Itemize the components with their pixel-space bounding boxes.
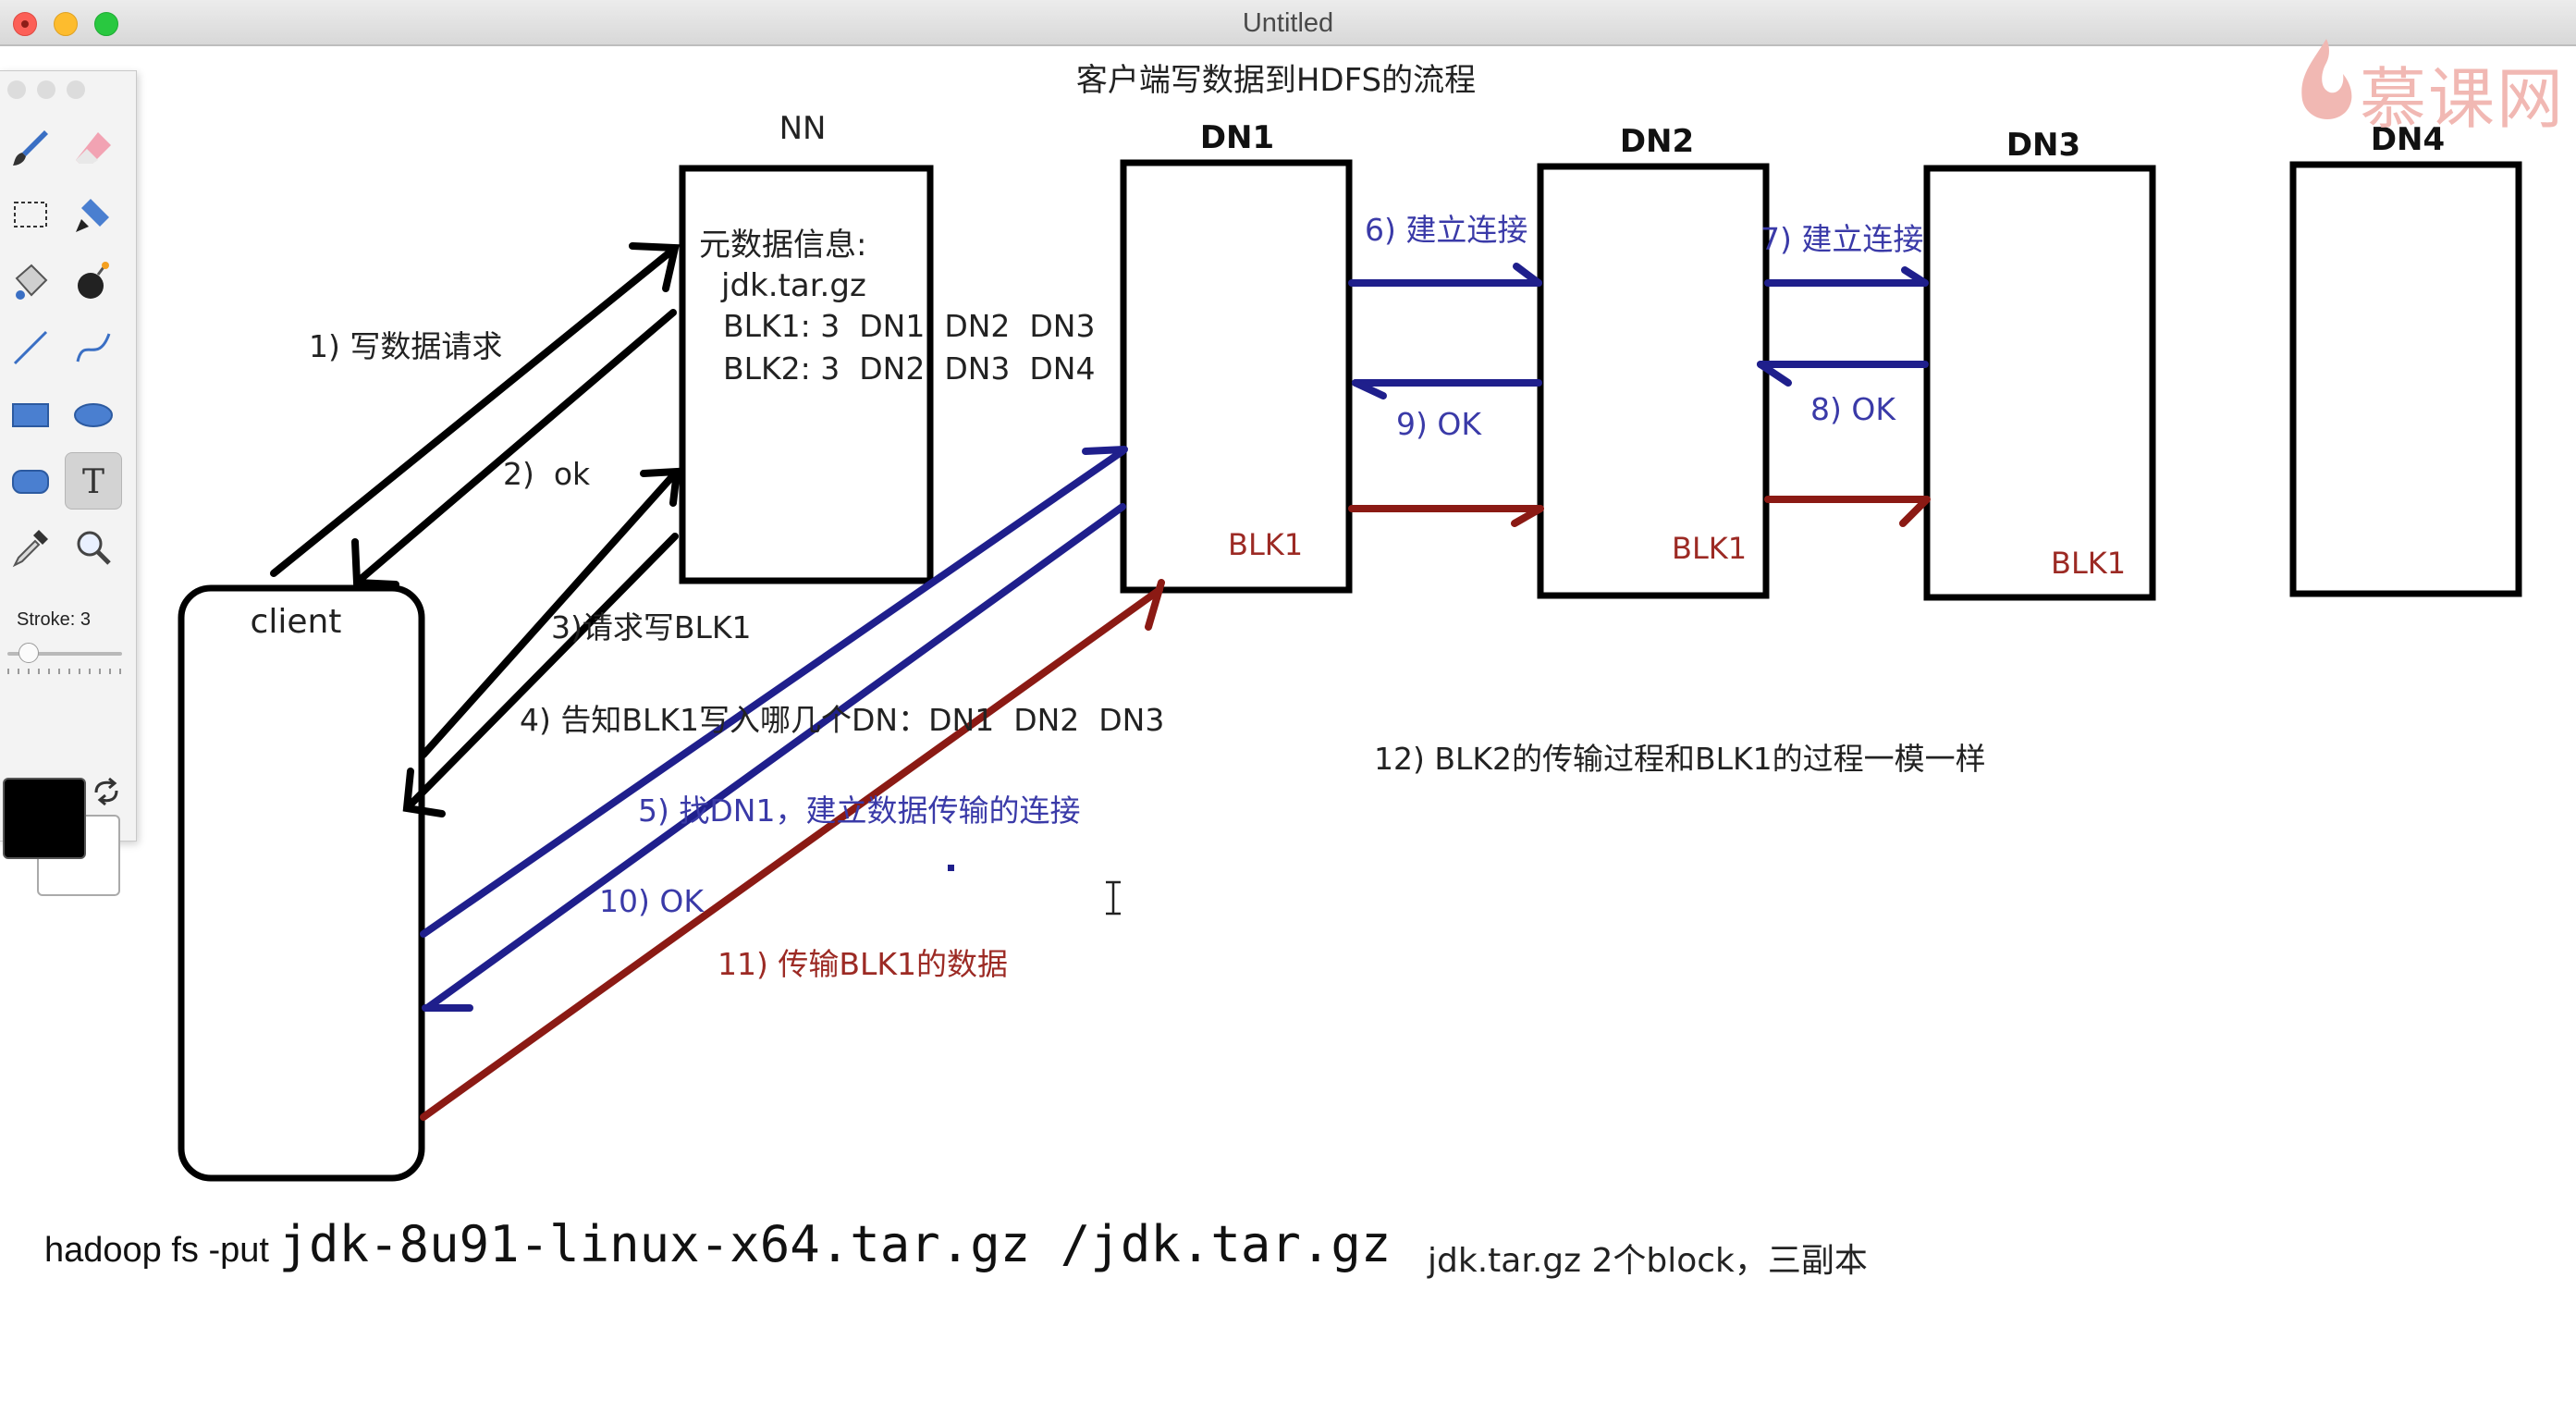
dn2-label: DN2 — [1620, 123, 1694, 160]
nn-box — [679, 165, 934, 584]
text-cursor-icon — [1106, 880, 1121, 915]
command-prefix: hadoop fs -put — [44, 1231, 279, 1270]
dn3-label: DN3 — [2006, 127, 2080, 164]
hadoop-put-command: hadoop fs -put jdk-8u91-linux-x64.tar.gz… — [44, 1215, 1391, 1273]
dn4-box — [2289, 161, 2522, 597]
eraser-tool[interactable] — [65, 119, 122, 177]
rounded-rectangle-icon — [12, 470, 49, 494]
arrow-request-write-blk1 — [420, 467, 681, 758]
stroke-slider-track[interactable] — [7, 652, 122, 656]
dn1-label: DN1 — [1200, 119, 1274, 156]
dn1-blk1-label: BLK1 — [1228, 527, 1303, 562]
stroke-slider-handle[interactable] — [18, 643, 39, 663]
brush-tool[interactable] — [2, 119, 59, 177]
flame-icon — [2301, 39, 2352, 120]
nn-metadata-blk2: BLK2: 3 DN2 DN3 DN4 — [723, 350, 1095, 387]
step-5-label: 5) 找DN1，建立数据传输的连接 — [638, 793, 1080, 829]
rectangle-tool[interactable] — [2, 386, 59, 443]
step-3-label: 3)请求写BLK1 — [551, 609, 752, 645]
eyedropper-tool[interactable] — [2, 519, 59, 576]
marker-icon — [76, 199, 109, 232]
palette-close-button[interactable] — [7, 80, 26, 99]
title-bar: Untitled — [0, 0, 2576, 46]
palette-zoom-button[interactable] — [67, 80, 85, 99]
client-label: client — [251, 603, 342, 641]
brush-icon — [13, 130, 48, 166]
bomb-tool[interactable] — [65, 252, 122, 310]
bomb-icon — [78, 262, 109, 299]
arrow-write-request — [270, 242, 680, 577]
arrow-dn2-data-dn3 — [1764, 496, 1931, 527]
tool-palette: T Stroke: 3 — [0, 70, 137, 896]
step-9-label: 9) OK — [1396, 406, 1482, 442]
swap-colors-icon[interactable] — [91, 776, 122, 807]
step-11-label: 11) 传输BLK1的数据 — [718, 946, 1008, 982]
step-1-label: 1) 写数据请求 — [309, 328, 502, 364]
paint-bucket-icon — [15, 264, 48, 300]
close-window-button[interactable] — [13, 12, 37, 36]
step-12-label: 12) BLK2的传输过程和BLK1的过程一模一样 — [1374, 741, 1986, 777]
step-4-label: 4) 告知BLK1写入哪几个DN：DN1 DN2 DN3 — [520, 702, 1164, 738]
command-arguments: jdk-8u91-linux-x64.tar.gz /jdk.tar.gz — [278, 1215, 1392, 1273]
window-title: Untitled — [1242, 8, 1334, 38]
dn4-label: DN4 — [2371, 121, 2445, 158]
zoom-tool[interactable] — [65, 519, 122, 576]
step-7-label: 7) 建立连接 — [1760, 221, 1923, 257]
imooc-watermark-logo: 慕课网 — [2293, 33, 2570, 138]
arrow-dn3-ok-dn2 — [1757, 361, 1929, 387]
dn2-blk1-label: BLK1 — [1672, 531, 1747, 566]
arrow-dn1-connect-dn2 — [1348, 263, 1542, 287]
watermark-text: 慕课网 — [2360, 60, 2566, 138]
curve-icon — [76, 333, 111, 362]
step-8-label: 8) OK — [1810, 391, 1896, 427]
curve-tool[interactable] — [65, 319, 122, 376]
stroke-slider-ticks — [7, 669, 122, 674]
dn3-blk1-label: BLK1 — [2051, 546, 2126, 581]
arrow-ok-response — [351, 309, 677, 588]
arrow-connect-dn1 — [420, 446, 1128, 938]
line-tool[interactable] — [2, 319, 59, 376]
eyedropper-icon — [12, 530, 48, 568]
stray-dot — [948, 865, 954, 871]
marker-tool[interactable] — [65, 186, 122, 243]
arrow-dn2-ok-dn1 — [1352, 379, 1542, 399]
palette-minimize-button[interactable] — [37, 80, 55, 99]
dashed-rectangle-icon — [14, 202, 47, 227]
line-icon — [13, 330, 48, 365]
arrow-transfer-blk1 — [420, 579, 1165, 1121]
fill-tool[interactable] — [2, 252, 59, 310]
nn-label: NN — [779, 110, 827, 147]
ellipse-tool[interactable] — [65, 386, 122, 443]
foreground-color-swatch[interactable] — [3, 778, 86, 859]
block-replica-note: jdk.tar.gz 2个block，三副本 — [1428, 1242, 1868, 1280]
arrow-dn2-connect-dn3 — [1764, 266, 1929, 287]
rounded-rectangle-tool[interactable] — [2, 452, 59, 510]
selection-tool[interactable] — [2, 186, 59, 243]
step-6-label: 6) 建立连接 — [1365, 212, 1527, 248]
dn1-box — [1120, 159, 1353, 594]
arrow-dn1-data-dn2 — [1348, 505, 1544, 527]
nn-metadata-blk1: BLK1: 3 DN1 DN2 DN3 — [723, 308, 1095, 344]
step-2-label: 2) ok — [503, 456, 591, 492]
arrow-inform-dn-list — [402, 533, 679, 817]
step-10-label: 10) OK — [599, 883, 705, 919]
text-tool[interactable]: T — [65, 452, 122, 510]
diagram-title: 客户端写数据到HDFS的流程 — [1076, 62, 1476, 99]
nn-metadata-file: jdk.tar.gz — [720, 267, 866, 304]
client-box — [178, 584, 425, 1182]
magnifier-icon — [77, 531, 111, 565]
svg-text:T: T — [82, 463, 104, 501]
dn3-box — [1923, 165, 2156, 601]
maximize-window-button[interactable] — [94, 12, 118, 36]
minimize-window-button[interactable] — [54, 12, 78, 36]
nn-metadata-heading: 元数据信息: — [699, 227, 866, 264]
stroke-label: Stroke: 3 — [17, 609, 92, 630]
arrow-ok-from-dn1 — [422, 503, 1126, 1012]
text-t-icon: T — [82, 463, 104, 501]
palette-window-controls — [0, 80, 137, 101]
rectangle-icon — [12, 403, 49, 427]
eraser-icon — [76, 132, 111, 164]
ellipse-icon — [74, 403, 113, 427]
